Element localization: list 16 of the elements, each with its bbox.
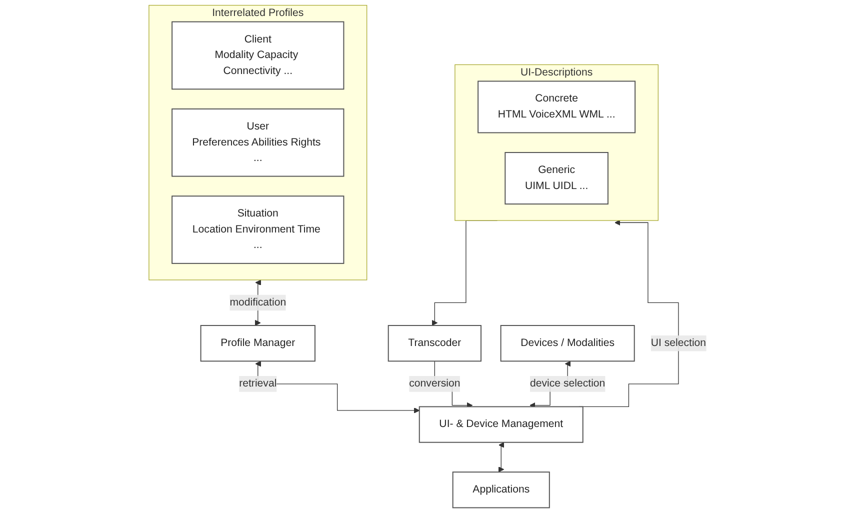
edge-label: retrieval [239,378,277,390]
node-box: Profile Manager [200,325,316,362]
node-box: Applications [452,472,550,508]
node-box: Concrete HTML VoiceXML WML ... [478,80,636,134]
node-box: Devices / Modalities [500,325,635,362]
arrow [498,442,504,472]
edge-label: conversion [409,378,460,390]
node-box: Transcoder [388,325,482,362]
edge-label: UI selection [650,337,706,349]
edge-label: device selection [530,378,606,390]
node-box: UI- & Device Management [418,406,584,443]
node-box: Client Modality Capacity Connectivity ... [172,21,344,90]
node-box: Generic UIML UIDL ... [504,152,608,204]
edge-label: modification [230,296,286,308]
node-box: User Preferences Abilities Rights ... [172,108,344,177]
node-box: Situation Location Environment Time ... [172,196,344,264]
